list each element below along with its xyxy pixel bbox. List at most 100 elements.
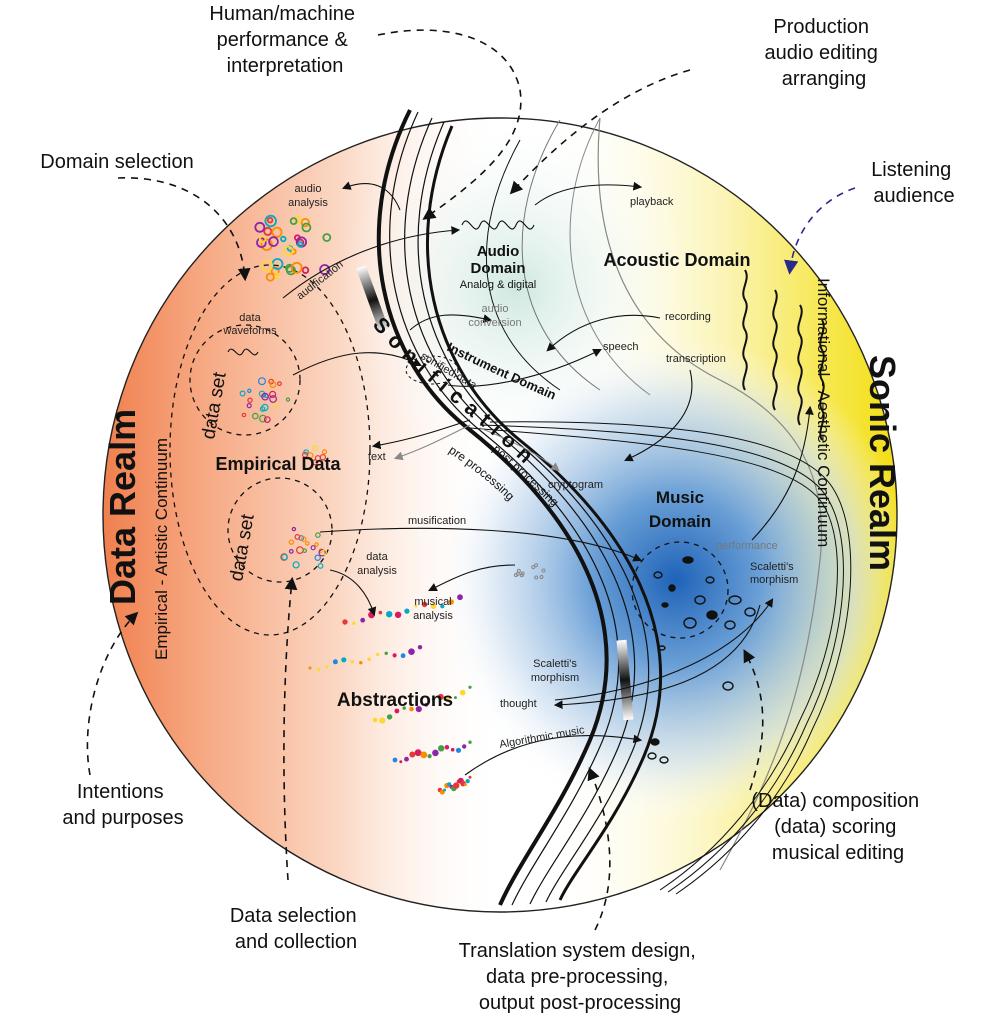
data-point bbox=[312, 445, 319, 452]
abstraction-mark bbox=[444, 745, 450, 750]
data-point bbox=[258, 377, 267, 386]
abstraction-mark bbox=[448, 599, 454, 605]
data-point bbox=[288, 549, 294, 554]
analog-digital-label: Analog & digital bbox=[460, 279, 536, 291]
empirical-data-boundary bbox=[169, 264, 371, 636]
sonified-point bbox=[531, 565, 536, 570]
caption-listening: Listening audience bbox=[871, 159, 957, 207]
data-point bbox=[266, 216, 274, 224]
data-point bbox=[282, 245, 294, 257]
abstraction-mark bbox=[453, 696, 457, 700]
abstraction-mark bbox=[443, 788, 447, 792]
data-point bbox=[268, 236, 279, 247]
abstraction-mark bbox=[360, 617, 366, 623]
outside-captions: Human/machine performance & interpretati… bbox=[40, 3, 957, 1014]
sonified-point bbox=[516, 568, 521, 573]
data-point bbox=[273, 402, 279, 408]
data-point bbox=[260, 259, 273, 272]
data-realm-title: Data Realm bbox=[102, 409, 143, 605]
outer-circle bbox=[102, 117, 898, 913]
data-point bbox=[261, 392, 270, 401]
data-point bbox=[269, 395, 278, 403]
data-point bbox=[301, 222, 312, 233]
data-point bbox=[280, 235, 287, 243]
abstraction-mark bbox=[394, 611, 402, 618]
abstraction-mark bbox=[392, 757, 398, 763]
audio-analysis-label-1: audio bbox=[295, 183, 322, 195]
data-point bbox=[318, 549, 326, 557]
abstraction-mark bbox=[376, 652, 380, 657]
data-point bbox=[271, 226, 283, 238]
abstraction-mark bbox=[427, 754, 432, 759]
data-point bbox=[317, 563, 324, 569]
data-point bbox=[259, 414, 267, 423]
abstraction-mark bbox=[404, 608, 410, 614]
audio-domain-title: Audio bbox=[477, 243, 520, 260]
data-point bbox=[314, 455, 321, 462]
data-point bbox=[265, 272, 275, 282]
data-point bbox=[321, 449, 328, 455]
data-point bbox=[302, 451, 309, 458]
data-point bbox=[264, 214, 277, 228]
recording-label: recording bbox=[665, 311, 711, 323]
audio-conversion-label-2: conversion bbox=[468, 317, 521, 329]
data-point bbox=[310, 545, 316, 551]
acoustic-wave-icons bbox=[742, 269, 825, 441]
caption-production: Production audio editing arranging bbox=[765, 16, 884, 90]
data-point bbox=[269, 381, 277, 389]
abstraction-mark bbox=[350, 660, 354, 664]
abstraction-mark bbox=[332, 659, 338, 665]
data-point bbox=[247, 388, 252, 393]
data-point bbox=[301, 266, 310, 274]
abstraction-mark bbox=[417, 645, 423, 650]
data-analysis-label-2: analysis bbox=[357, 565, 397, 577]
abstraction-mark bbox=[384, 651, 388, 655]
abstraction-mark bbox=[414, 604, 418, 608]
abstraction-mark bbox=[420, 751, 428, 759]
music-notes bbox=[647, 556, 756, 764]
data-point bbox=[289, 217, 298, 226]
abstraction-mark bbox=[359, 661, 363, 665]
data-point bbox=[285, 265, 296, 276]
abstraction-mark bbox=[432, 749, 439, 757]
band-gradient-bottom bbox=[616, 639, 634, 721]
abstraction-mark bbox=[453, 782, 460, 789]
data-set-1-circle bbox=[189, 324, 301, 436]
abstraction-mark bbox=[404, 756, 409, 762]
data-waveforms-label-2: waveforms bbox=[222, 325, 277, 337]
musical-analysis-label-1: musical bbox=[414, 596, 451, 608]
abstraction-mark bbox=[431, 697, 436, 701]
abstraction-mark bbox=[450, 747, 455, 752]
data-point bbox=[246, 403, 252, 409]
abstraction-mark bbox=[409, 751, 416, 758]
musification-label: musification bbox=[408, 515, 466, 527]
abstraction-mark bbox=[437, 693, 444, 700]
data-set-2-circle bbox=[227, 477, 333, 583]
abstraction-mark bbox=[445, 695, 451, 701]
data-point bbox=[261, 403, 269, 412]
audio-domain-title-2: Domain bbox=[470, 260, 525, 277]
data-point bbox=[258, 235, 267, 243]
abstraction-mark bbox=[459, 689, 466, 696]
caption-dashed-arrows bbox=[86, 29, 856, 931]
caption-translation: Translation system design, data pre-proc… bbox=[459, 940, 702, 1014]
abstraction-mark bbox=[455, 747, 462, 753]
abstraction-mark bbox=[408, 648, 415, 655]
abstraction-mark bbox=[457, 594, 463, 601]
abstraction-mark bbox=[468, 685, 472, 689]
abstractions-title: Abstractions bbox=[337, 690, 453, 711]
music-domain-title: Music bbox=[656, 488, 704, 507]
abstraction-mark bbox=[421, 601, 428, 608]
abstraction-mark bbox=[341, 657, 347, 663]
data-point bbox=[274, 272, 281, 279]
text-label: text bbox=[368, 451, 386, 463]
data-point bbox=[260, 238, 273, 251]
sonified-point bbox=[513, 573, 518, 578]
data-point bbox=[292, 561, 300, 569]
flow-arrows bbox=[282, 181, 814, 776]
realm-backgrounds bbox=[103, 118, 897, 912]
transcription-label: transcription bbox=[666, 353, 726, 365]
abstraction-mark bbox=[386, 611, 393, 618]
data-waveforms-label-1: data bbox=[239, 312, 261, 324]
musical-analysis-label-2: analysis bbox=[413, 610, 453, 622]
